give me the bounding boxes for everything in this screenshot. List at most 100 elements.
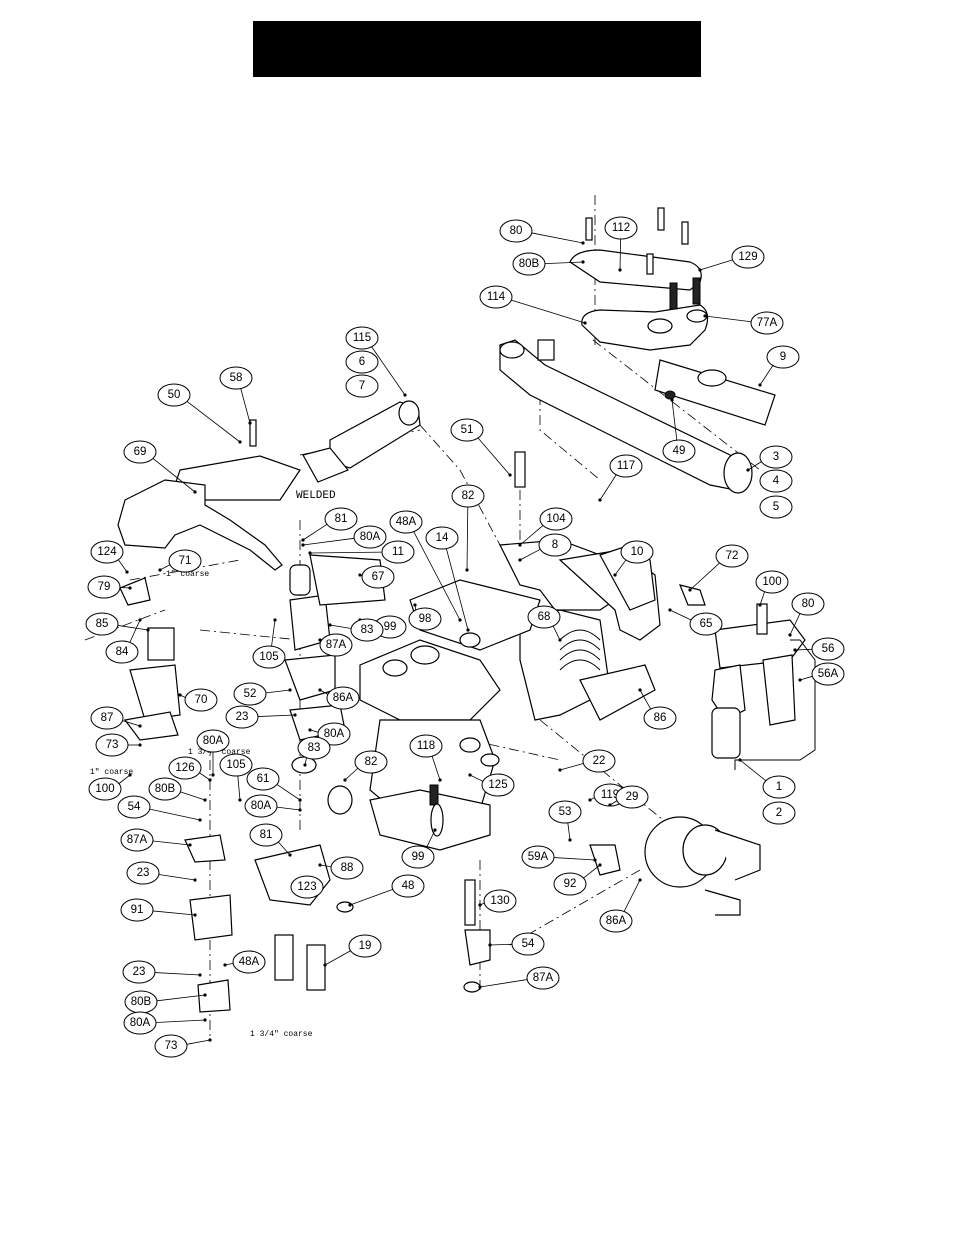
leader-arrow-tip (308, 551, 312, 555)
callout-bubble (225, 705, 259, 729)
callout-leader (155, 1019, 206, 1023)
thread-note-3: 1 3/4" coarse (188, 748, 251, 757)
callout-80: 80 (788, 592, 825, 637)
callout-leader (277, 841, 291, 856)
callout-bubble (521, 845, 555, 869)
callout-bubble (345, 326, 379, 350)
callout-bubble (689, 612, 723, 636)
callout-bubble (391, 874, 425, 898)
callout-bubble (345, 350, 379, 374)
callout-label: 48A (239, 956, 260, 968)
callout-bubble (481, 773, 515, 797)
upper-left-assembly: WELDED (117, 400, 421, 571)
welded-note: WELDED (296, 490, 336, 502)
callout-label: 14 (436, 532, 449, 544)
callout-label: 56 (822, 643, 835, 655)
callout-bubble (123, 1011, 157, 1035)
callout-82: 82 (343, 750, 388, 782)
callout-105: 105 (219, 753, 253, 802)
callout-label: 100 (762, 576, 781, 588)
callout-bubble (95, 733, 129, 757)
leader-arrow-tip (403, 393, 407, 397)
callout-label: 124 (97, 546, 117, 558)
callout-leader (445, 548, 469, 631)
callout-54: 54 (117, 795, 202, 822)
leader-arrow-tip (518, 558, 522, 562)
callout-bubble (157, 383, 191, 407)
callout-83: 83 (297, 736, 331, 767)
leader-arrow-tip (478, 903, 482, 907)
callout-129: 129 (698, 245, 765, 272)
callout-bubble (154, 1034, 188, 1058)
leader-arrow-tip (738, 758, 742, 762)
callout-label: 87A (533, 972, 554, 984)
leader-arrow-tip (248, 421, 252, 425)
leader-arrow-tip (318, 688, 322, 692)
callout-80A: 80A (301, 525, 387, 549)
leader-arrow-tip (508, 473, 512, 477)
callout-leader (257, 714, 296, 717)
callout-bubble (538, 533, 572, 557)
callout-label: 53 (559, 806, 572, 818)
callout-70: 70 (178, 688, 218, 712)
leader-arrow-tip (178, 693, 182, 697)
leader-arrow-tip (638, 878, 642, 882)
leader-arrow-tip (128, 773, 132, 777)
leader-arrow-tip (746, 468, 750, 472)
callout-bubble (599, 909, 633, 933)
callout-label: 99 (384, 621, 397, 633)
callout-125: 125 (468, 773, 515, 797)
title-banner (253, 21, 701, 77)
callout-label: 83 (361, 624, 374, 636)
callout-bubble (252, 645, 286, 669)
leader-arrow-tip (568, 838, 572, 842)
callout-49: 49 (662, 398, 696, 463)
callout-92: 92 (553, 863, 602, 896)
callout-leader (117, 625, 149, 631)
callout-23: 23 (225, 705, 297, 729)
callout-48A: 48A (389, 510, 462, 622)
callout-label: 112 (612, 222, 630, 234)
callout-82: 82 (451, 484, 485, 572)
callout-leader (319, 864, 332, 868)
callout-bubble (620, 540, 654, 564)
callout-56: 56 (793, 637, 845, 661)
callout-bubble (354, 750, 388, 774)
callout-leader (519, 525, 544, 546)
leader-arrow-tip (288, 853, 292, 857)
leader-arrow-tip (211, 773, 215, 777)
leader-arrow-tip (433, 828, 437, 832)
callout-86: 86 (638, 688, 677, 730)
leader-arrow-tip (608, 803, 612, 807)
leader-arrow-tip (583, 321, 587, 325)
leader-arrow-tip (138, 724, 142, 728)
callout-leader (639, 689, 652, 710)
thread-note-4: 1 3/4" coarse (250, 1030, 313, 1039)
callout-label: 48A (396, 516, 417, 528)
callout-leader (567, 822, 571, 841)
callout-80B: 80B (124, 990, 207, 1014)
callout-100: 100 (755, 570, 789, 607)
callout-23: 23 (126, 861, 197, 885)
callout-leader (469, 774, 484, 782)
callout-14: 14 (425, 526, 470, 632)
callout-leader (119, 587, 131, 589)
callout-4: 4 (759, 469, 793, 493)
callout-bubble (350, 618, 384, 642)
callout-9: 9 (758, 345, 800, 387)
leader-arrow-tip (343, 778, 347, 782)
callout-bubble (126, 861, 160, 885)
callout-label: 1 (776, 781, 782, 793)
callout-label: 70 (195, 694, 208, 706)
callout-leader (426, 829, 436, 848)
leader-arrow-tip (465, 568, 469, 572)
callout-label: 61 (257, 773, 270, 785)
callout-label: 80A (251, 800, 272, 812)
callout-bubble (409, 734, 443, 758)
leader-arrow-tip (698, 268, 702, 272)
callout-bubble (317, 722, 351, 746)
callout-label: 3 (773, 451, 779, 463)
callout-bubble (643, 706, 677, 730)
